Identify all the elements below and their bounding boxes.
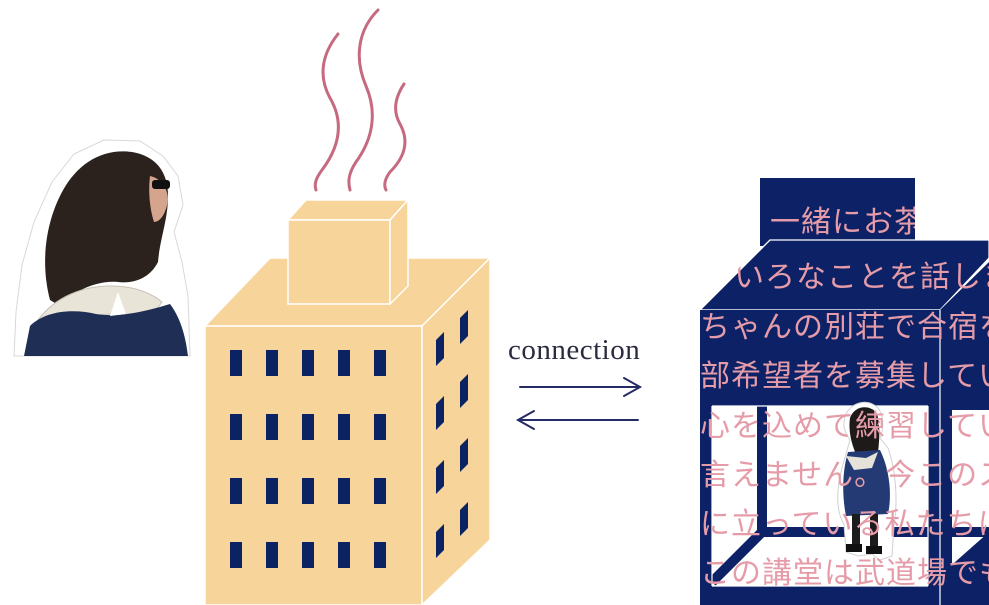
right-text-line: この講堂は武道場でも xyxy=(700,556,989,591)
smoke-lines xyxy=(313,8,407,192)
left-building xyxy=(203,198,492,605)
connection-label: connection xyxy=(508,334,641,366)
right-text-line: 部希望者を募集してい xyxy=(700,359,989,394)
right-building xyxy=(698,178,989,605)
right-text-line: いろなことを話しま xyxy=(734,260,989,295)
front-windows xyxy=(230,350,386,568)
girl-photo-left xyxy=(13,139,191,357)
right-text-line: 言えません。今このス xyxy=(700,458,989,493)
girl-photo-right xyxy=(837,401,897,561)
double-arrow xyxy=(515,377,643,430)
side-windows xyxy=(436,310,468,558)
right-text-line: 心を込めて練習してい xyxy=(700,409,989,444)
right-text-line: に立っている私たちに xyxy=(700,507,989,542)
right-text-line: ちゃんの別荘で合宿を xyxy=(700,310,989,345)
